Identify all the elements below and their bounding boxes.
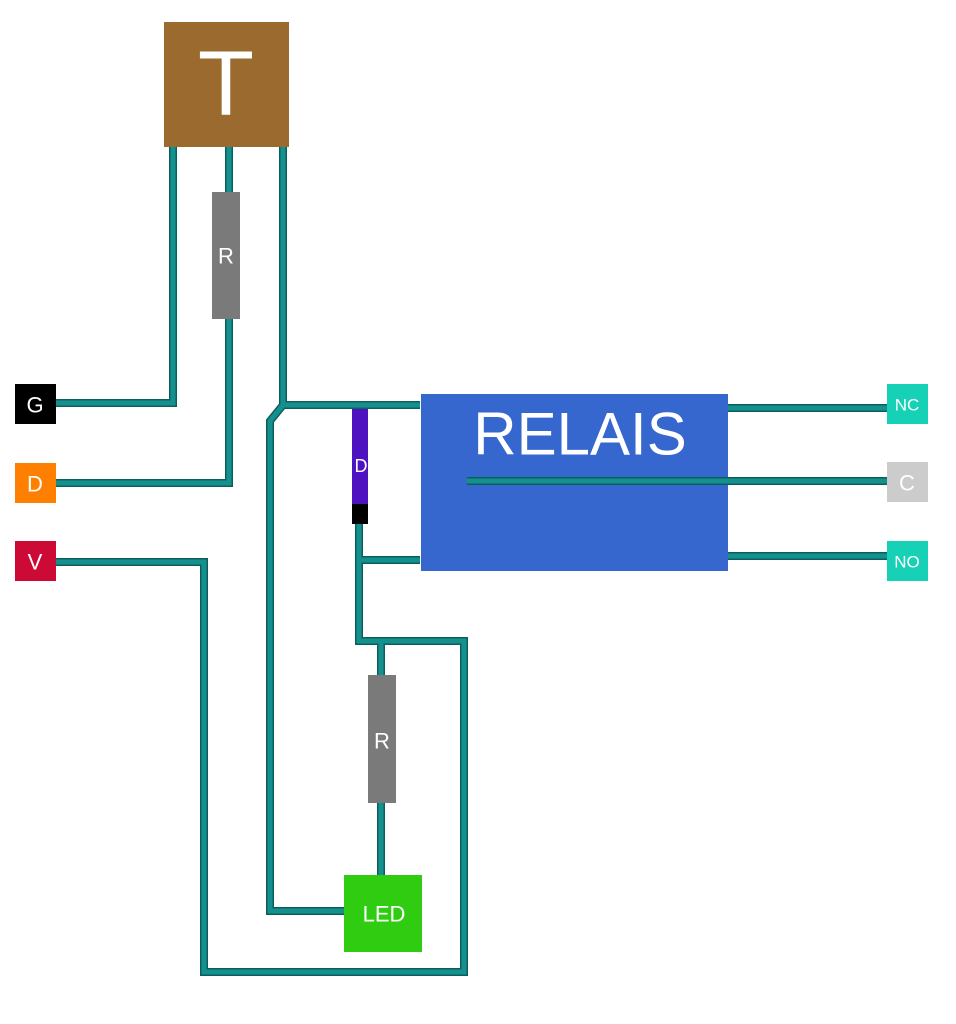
resistor-bottom-label: R [374, 729, 390, 754]
diode-body [352, 409, 368, 504]
terminal-voltage: V [15, 541, 56, 581]
wire-ground-to-transistor [56, 147, 177, 407]
terminal-data-label: D [27, 472, 43, 497]
resistor-bottom-body [368, 675, 396, 803]
terminal-ground-label: G [26, 393, 43, 418]
resistor-top-label: R [218, 244, 234, 269]
wire-transistor-to-led [266, 402, 345, 915]
resistor-top-body [212, 192, 240, 319]
wire-core-data [56, 318, 232, 486]
terminal-ground-box [15, 384, 56, 424]
terminal-nc-box [887, 384, 928, 424]
terminal-voltage-box [15, 541, 56, 581]
terminal-common-label: C [899, 471, 915, 496]
diode-cathode-band [352, 504, 368, 524]
wire-core-voltage [56, 524, 467, 975]
wire-core-led [267, 403, 345, 914]
wire-core-ground [56, 147, 176, 406]
resistor-top: R [212, 192, 240, 319]
wire-transistor-to-relay [279, 147, 420, 409]
wire-traces [56, 147, 888, 976]
terminal-ground: G [15, 384, 56, 424]
transistor-body [164, 22, 289, 147]
wire-cores [56, 147, 888, 975]
terminal-no-label: NO [894, 553, 920, 572]
led-body [344, 875, 422, 952]
terminal-no-box [887, 541, 928, 581]
diode: D [352, 409, 368, 524]
diode-label: D [355, 456, 368, 476]
transistor-label: T [198, 33, 254, 135]
terminal-common-box [887, 462, 928, 502]
terminal-data-box [15, 463, 56, 503]
terminal-nc-label: NC [895, 396, 920, 415]
relay-label: RELAIS [473, 401, 686, 468]
led-label: LED [363, 902, 406, 927]
terminal-no: NO [887, 541, 928, 581]
transistor: T [164, 22, 289, 147]
terminal-nc: NC [887, 384, 928, 424]
terminal-common: C [887, 462, 928, 502]
terminal-voltage-label: V [28, 550, 43, 575]
terminal-data: D [15, 463, 56, 503]
wire-core-relay [280, 147, 420, 408]
led: LED [344, 875, 422, 952]
resistor-bottom: R [368, 675, 396, 803]
